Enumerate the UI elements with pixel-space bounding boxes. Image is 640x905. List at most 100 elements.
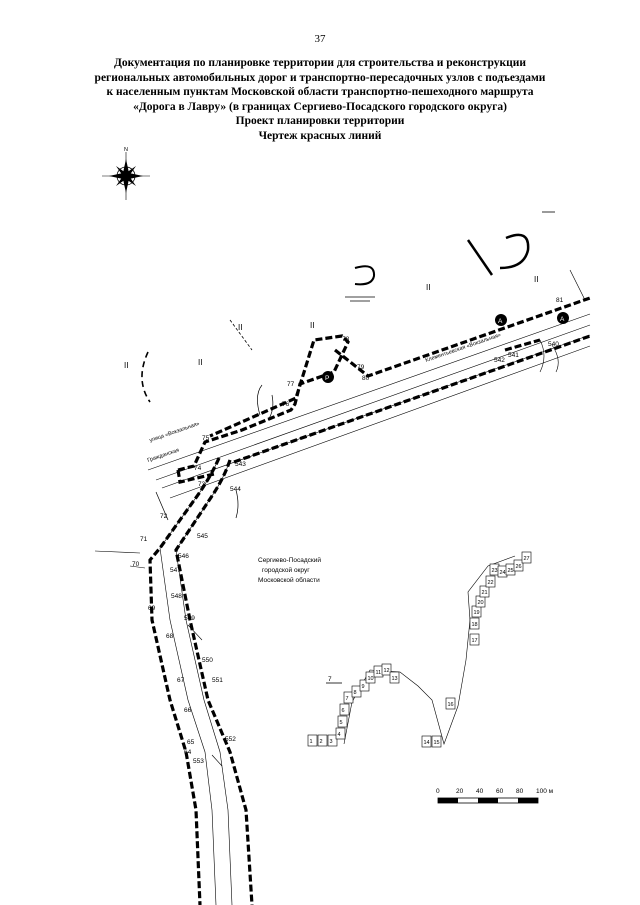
inset-cell-label: 15	[434, 740, 440, 746]
scale-tick-label: 100 м	[536, 788, 554, 795]
inset-cell-label: 9	[362, 684, 365, 690]
scale-tick-label: 20	[456, 788, 464, 795]
inset-cell	[335, 727, 346, 740]
street-labels: улица «Вокзальная» Гражданская Клементье…	[147, 332, 502, 464]
title-line: к населенным пунктам Московской области …	[106, 86, 534, 98]
scale-bar: 0 20 40 60 80 100 м	[436, 788, 554, 804]
point-labels-left: 64 65 66 67 68 69 70 71 72 73 74 75 76 7…	[132, 297, 564, 756]
point-label: 541	[508, 352, 519, 359]
zone-label: II	[198, 358, 202, 367]
inset-cell	[351, 685, 362, 698]
inset-cell	[469, 617, 480, 630]
point-label: 551	[212, 677, 223, 684]
inset-cell	[337, 715, 348, 728]
page-number: 37	[314, 33, 326, 45]
inset-cell-label: 16	[448, 702, 454, 708]
point-label: 547	[170, 567, 181, 574]
inset-cell	[479, 585, 490, 598]
inset-cell	[445, 697, 456, 710]
inset-cell	[389, 671, 400, 684]
point-label: 542	[494, 357, 505, 364]
point-label: 65	[187, 739, 195, 746]
district-line: Сергиево-Посадский	[258, 556, 321, 564]
inset-cell-label: 27	[524, 556, 530, 562]
inset-cell-label: 24	[500, 570, 506, 576]
inset-cell	[521, 551, 532, 564]
point-label: 70	[132, 561, 140, 568]
scale-tick-label: 60	[496, 788, 504, 795]
street-label: Клементьевская «Вокзальная»	[425, 332, 502, 364]
inset-cell-label: 23	[492, 568, 498, 574]
point-label: 545	[197, 533, 208, 540]
document-title: Документация по планировке территории дл…	[40, 56, 600, 143]
red-lines	[148, 296, 591, 905]
inset-cell-label: 22	[488, 580, 494, 586]
scale-tick-label: 40	[476, 788, 484, 795]
inset-cell	[421, 735, 432, 748]
zone-labels: II II II II II II	[124, 275, 538, 370]
point-label: 543	[235, 461, 246, 468]
point-label: 71	[140, 536, 148, 543]
point-label: 66	[184, 707, 192, 714]
inset-cell-label: 21	[482, 590, 488, 596]
inset-cell-label: 6	[342, 708, 345, 714]
marker-a-label: А	[498, 318, 503, 325]
district-line: городской округ	[262, 566, 310, 574]
zone-label: II	[238, 323, 242, 332]
point-label: 540	[548, 341, 559, 348]
inset-cell-label: 17	[472, 638, 478, 644]
inset-cell-label: 3	[330, 739, 333, 745]
inset-label: 7	[328, 676, 332, 683]
road-marker-a: А	[495, 314, 507, 326]
inset-cell-label: 13	[392, 676, 398, 682]
title-line: «Дорога в Лавру» (в границах Сергиево-По…	[133, 100, 507, 113]
title-line: Проект планировки территории	[235, 115, 405, 127]
point-label: 76	[282, 401, 290, 408]
point-labels-right: 540 541 542 543 544 545 546 547 548 549 …	[170, 341, 559, 765]
inset-cell-label: 4	[338, 732, 341, 738]
point-label: 546	[178, 553, 189, 560]
zone-label: II	[124, 361, 128, 370]
point-label: 67	[177, 677, 185, 684]
inset-cell	[359, 679, 370, 692]
scale-tick-label: 80	[516, 788, 524, 795]
point-label: 78	[342, 336, 350, 343]
point-label: 548	[171, 593, 182, 600]
inset-cell	[307, 734, 318, 747]
inset-cell-label: 2	[320, 739, 323, 745]
title-line: Чертеж красных линий	[258, 129, 382, 142]
district-label: Сергиево-Посадский городской округ Моско…	[258, 556, 321, 584]
point-label: 73	[198, 481, 206, 488]
parking-label: Р	[325, 375, 329, 382]
inset-cell-label: 1	[310, 739, 313, 745]
zone-label: II	[426, 283, 430, 292]
point-label: 68	[166, 633, 174, 640]
inset-cell	[431, 735, 442, 748]
inset-cell-label: 5	[340, 720, 343, 726]
street-label: Гражданская	[147, 447, 180, 463]
point-label: 72	[160, 513, 168, 520]
point-label: 75	[202, 435, 210, 442]
scale-tick-label: 0	[436, 788, 440, 795]
inset-cell	[365, 671, 376, 684]
inset-cell-label: 10	[368, 676, 374, 682]
zone-label: II	[534, 275, 538, 284]
inset-cell-label: 12	[384, 668, 390, 674]
inset-cell	[343, 691, 354, 704]
point-label: 553	[193, 758, 204, 765]
inset-cell	[339, 703, 350, 716]
point-label: 544	[230, 486, 241, 493]
marker-a-label: А	[560, 316, 565, 323]
point-label: 80	[362, 375, 370, 382]
point-label: 552	[225, 736, 236, 743]
inset-cell-label: 20	[478, 600, 484, 606]
point-label: 79	[357, 364, 365, 371]
point-label: 77	[287, 381, 295, 388]
title-line: региональных автомобильных дорог и транс…	[94, 71, 546, 84]
point-label: 549	[184, 615, 195, 622]
title-line: Документация по планировке территории дл…	[114, 57, 526, 69]
inset-cell	[513, 559, 524, 572]
